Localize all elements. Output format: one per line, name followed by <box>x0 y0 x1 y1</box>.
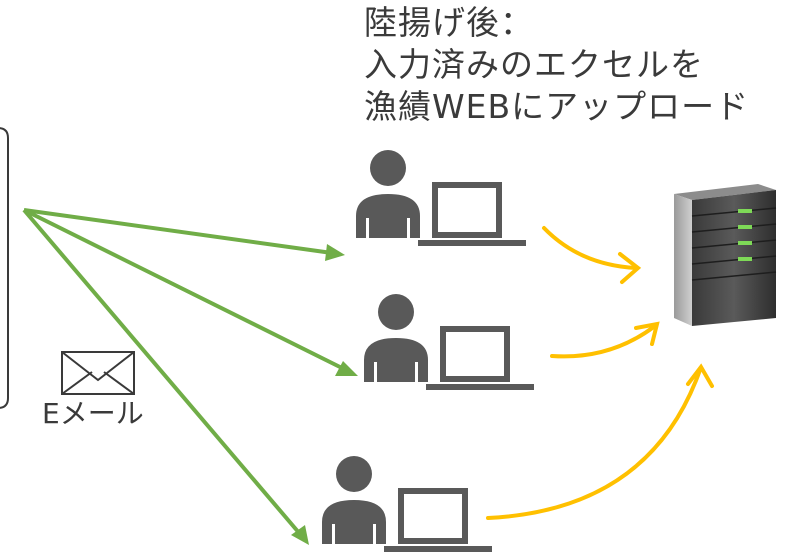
user-1-person-laptop-icon <box>356 150 526 246</box>
upload-arrow-from-user-2 <box>550 321 660 359</box>
caption-line-3: 漁績WEBにアップロード <box>364 87 750 126</box>
laptop-icon <box>384 488 492 552</box>
upload-arrow-from-user-3 <box>486 363 714 520</box>
upload-arrow-from-user-1 <box>542 226 642 284</box>
email-arrow-to-user-3 <box>22 208 309 545</box>
sender-box-edge <box>0 127 9 409</box>
user-3-person-laptop-icon <box>322 456 492 552</box>
server-status-lights <box>738 209 752 261</box>
caption-line-2: 入力済みのエクセルを <box>364 45 704 84</box>
person-icon <box>364 294 428 382</box>
email-arrows <box>22 208 358 545</box>
upload-caption: 陸揚げ後： 入力済みのエクセルを 漁績WEBにアップロード <box>364 2 749 128</box>
laptop-icon <box>418 182 526 246</box>
person-icon <box>356 150 420 238</box>
user-2-person-laptop-icon <box>364 294 534 390</box>
laptop-icon <box>426 326 534 390</box>
caption-line-1: 陸揚げ後： <box>364 3 534 42</box>
server-icon <box>674 184 777 326</box>
email-arrow-to-user-1 <box>23 208 345 261</box>
upload-arrows <box>486 226 714 520</box>
email-label: Eメール <box>42 397 144 430</box>
envelope-icon <box>61 351 135 395</box>
person-icon <box>322 456 386 544</box>
email-arrow-to-user-2 <box>23 208 358 376</box>
